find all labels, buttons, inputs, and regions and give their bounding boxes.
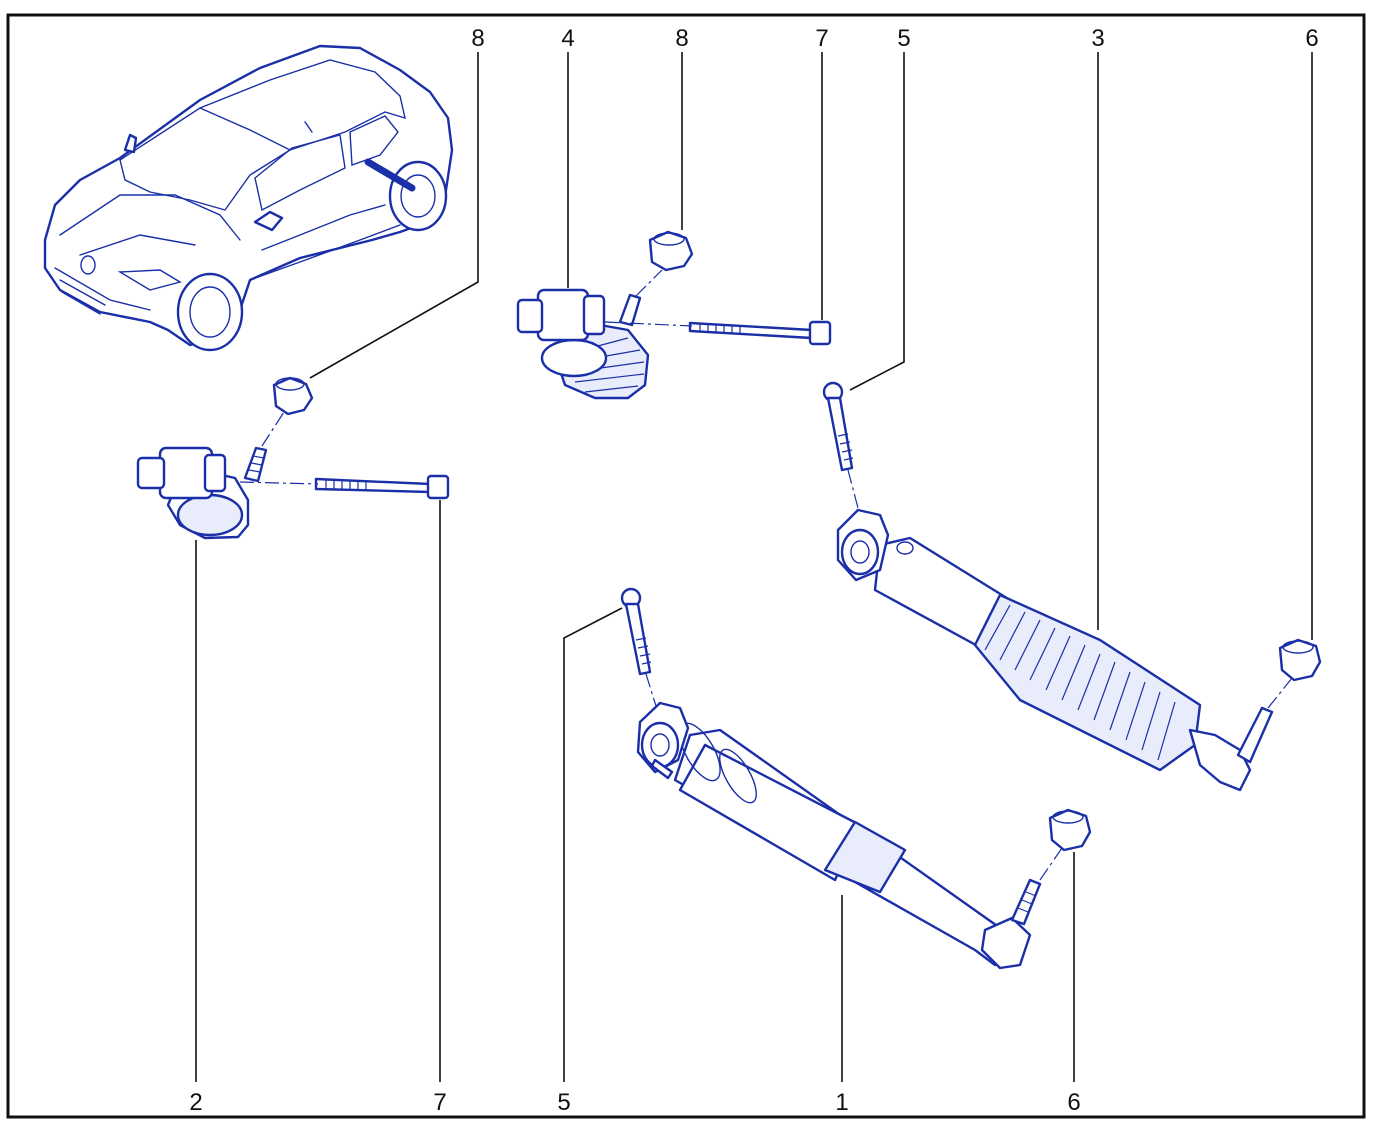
leader-top-5	[849, 52, 905, 391]
part-6-nut-upper	[1278, 638, 1322, 682]
part-1-shock-absorber	[636, 701, 1032, 970]
part-2-mounting-bracket	[136, 446, 250, 540]
part-stud-top	[618, 293, 642, 327]
part-stud-lower	[1010, 878, 1042, 926]
callout-top-4: 4	[561, 25, 574, 52]
callout-bottom-6: 6	[1067, 1089, 1080, 1116]
axis-part6-upper	[1267, 677, 1293, 709]
callout-top-5: 5	[897, 25, 910, 52]
callout-top-8-mid: 8	[675, 25, 688, 52]
callout-bottom-2: 2	[189, 1089, 202, 1116]
callout-labels: 8 4 8 7 5 3 6 2 7 5 1 6	[189, 25, 1318, 1116]
part-8-nut-left	[272, 376, 314, 416]
axis-top-bolt	[604, 321, 693, 327]
part-4-upper-mount	[516, 288, 650, 400]
car-locator-illustration	[43, 44, 454, 352]
callout-bottom-1: 1	[835, 1089, 848, 1116]
part-5-bolt-upper	[822, 381, 854, 472]
callout-top-3: 3	[1091, 25, 1104, 52]
callout-top-7: 7	[815, 25, 828, 52]
axis-part6-lower	[1039, 847, 1063, 881]
leader-top-8-left	[309, 52, 479, 379]
axis-top-nut	[635, 269, 663, 297]
axis-left-nut	[261, 411, 285, 447]
axis-left-bolt	[239, 481, 319, 485]
leader-lines	[195, 52, 1313, 1082]
part-7-bolt-left	[314, 474, 450, 500]
part-3-shock-absorber-bellows	[836, 508, 1274, 792]
axis-part5-lower	[645, 673, 657, 707]
part-5-bolt-lower	[620, 587, 652, 676]
leader-bottom-5	[563, 607, 623, 1082]
callout-top-8-left: 8	[471, 25, 484, 52]
callout-bottom-7: 7	[433, 1089, 446, 1116]
part-6-nut-lower	[1048, 808, 1092, 852]
part-stud-left	[243, 446, 268, 483]
part-7-bolt-top	[688, 320, 832, 346]
axis-part5-upper	[847, 469, 859, 509]
part-8-nut-top	[648, 230, 694, 272]
callout-top-6: 6	[1305, 25, 1318, 52]
callout-bottom-5: 5	[557, 1089, 570, 1116]
